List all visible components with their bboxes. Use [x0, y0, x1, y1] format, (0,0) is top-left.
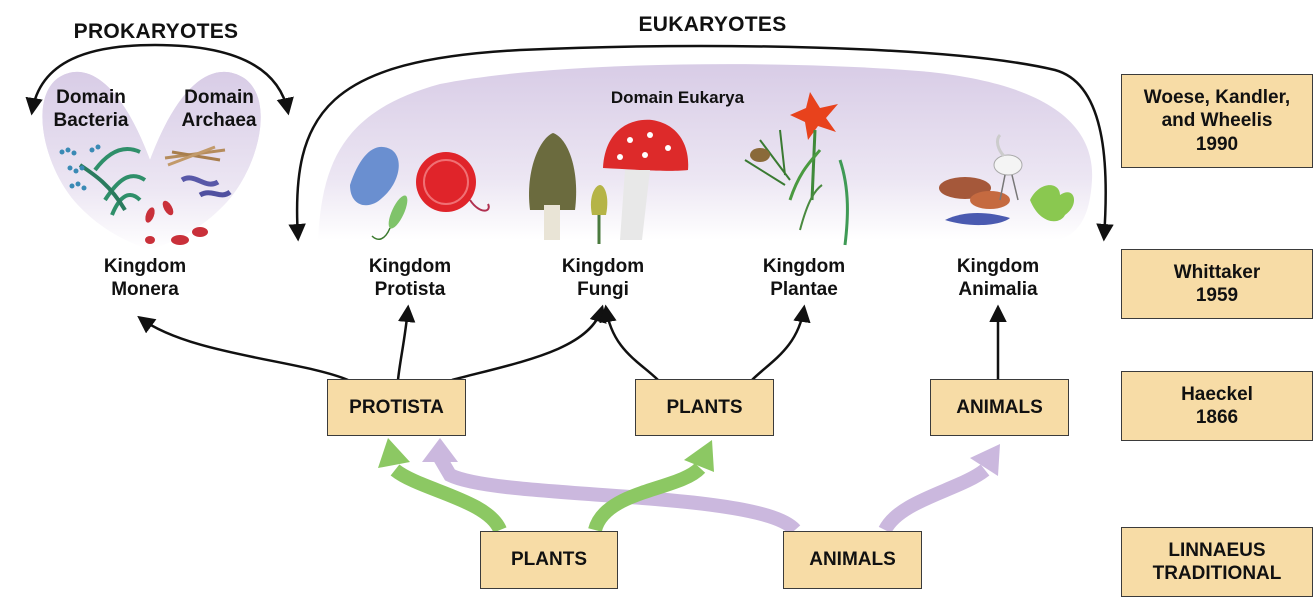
linnaeus-to-haeckel-arrows — [378, 438, 1000, 530]
domain-archaea-label: Domain Archaea — [160, 87, 278, 133]
system-haeckel-box: Haeckel 1866 — [1121, 371, 1313, 441]
haeckel-to-whittaker-arrows — [140, 308, 998, 380]
linnaeus-animals-box: ANIMALS — [783, 531, 922, 589]
kingdom-monera-label: Kingdom Monera — [75, 256, 215, 302]
domain-bacteria-label: Domain Bacteria — [30, 87, 152, 133]
linnaeus-plants-box: PLANTS — [480, 531, 618, 589]
system-woese-box: Woese, Kandler, and Wheelis 1990 — [1121, 74, 1313, 168]
system-whittaker-box: Whittaker 1959 — [1121, 249, 1313, 319]
domain-eukarya-label: Domain Eukarya — [575, 88, 780, 108]
kingdom-protista-label: Kingdom Protista — [340, 256, 480, 302]
eukaryotes-header: EUKARYOTES — [600, 12, 825, 37]
kingdom-plantae-label: Kingdom Plantae — [734, 256, 874, 302]
kingdom-fungi-label: Kingdom Fungi — [533, 256, 673, 302]
haeckel-protista-box: PROTISTA — [327, 379, 466, 436]
haeckel-animals-box: ANIMALS — [930, 379, 1069, 436]
prokaryotes-header: PROKARYOTES — [50, 19, 262, 44]
haeckel-plants-box: PLANTS — [635, 379, 774, 436]
system-linnaeus-box: LINNAEUS TRADITIONAL — [1121, 527, 1313, 597]
kingdom-animalia-label: Kingdom Animalia — [928, 256, 1068, 302]
